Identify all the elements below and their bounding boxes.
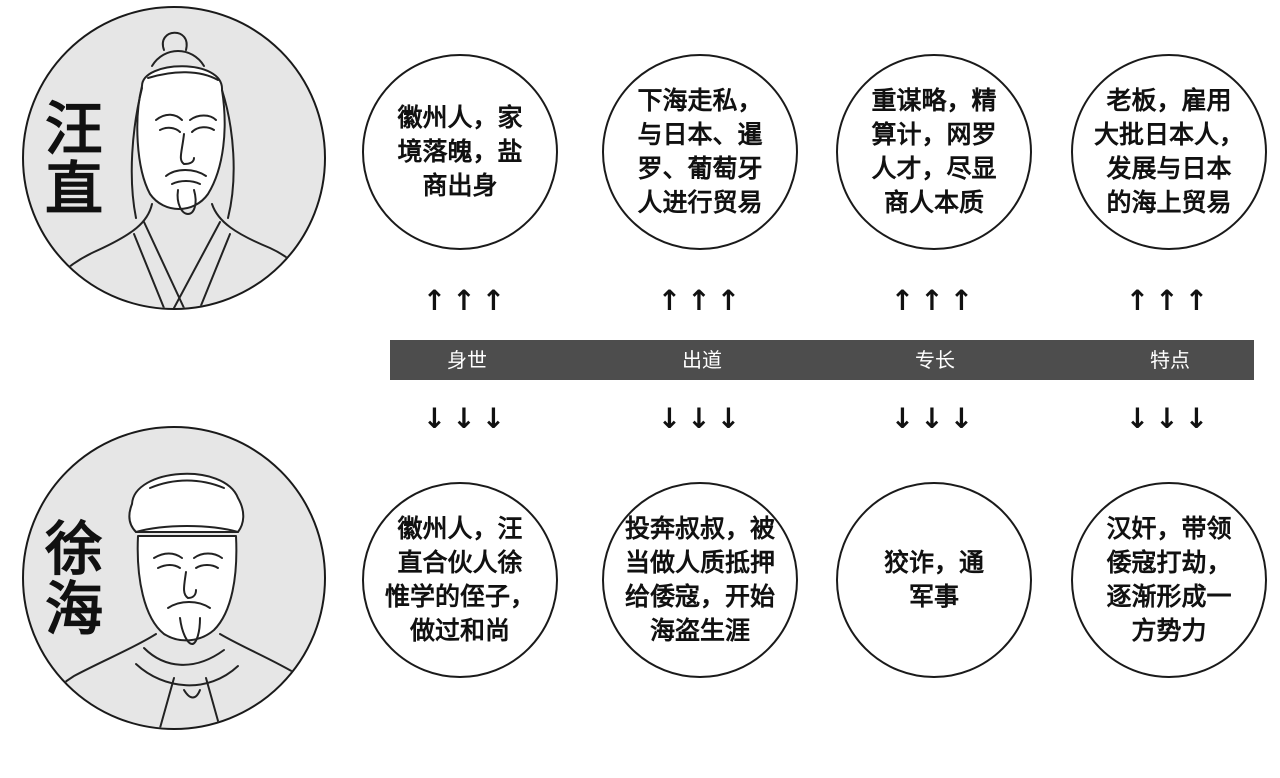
xu-hai-trait-feature: 汉奸，带领 倭寇打劫， 逐渐形成一 方势力 xyxy=(1071,482,1267,678)
wang-zhi-trait-debut: 下海走私， 与日本、暹 罗、葡萄牙 人进行贸易 xyxy=(602,54,798,250)
up-arrows: ↑↑↑ xyxy=(657,284,747,317)
portrait-xu-hai xyxy=(22,426,326,730)
trait-text: 徽州人，汪 直合伙人徐 惟学的侄子， 做过和尚 xyxy=(385,514,536,645)
down-arrows: ↓↓↓ xyxy=(657,402,747,435)
xu-hai-trait-background: 徽州人，汪 直合伙人徐 惟学的侄子， 做过和尚 xyxy=(362,482,558,678)
xu-hai-trait-specialty: 狡诈，通 军事 xyxy=(836,482,1032,678)
wang-zhi-figure-illustration xyxy=(33,31,323,308)
name-wang-zhi: 汪直 xyxy=(35,98,103,218)
category-label-specialty: 专长 xyxy=(915,348,955,372)
wang-zhi-trait-specialty: 重谋略，精 算计，网罗 人才，尽显 商人本质 xyxy=(836,54,1032,250)
trait-text: 狡诈，通 军事 xyxy=(883,548,984,611)
trait-text: 老板，雇用 大批日本人， 发展与日本 的海上贸易 xyxy=(1094,86,1245,217)
portrait-wang-zhi xyxy=(22,6,326,310)
category-label-debut: 出道 xyxy=(682,348,722,372)
down-arrows: ↓↓↓ xyxy=(1125,402,1215,435)
name-xu-hai: 徐海 xyxy=(35,518,103,638)
down-arrows: ↓↓↓ xyxy=(890,402,980,435)
trait-text: 重谋略，精 算计，网罗 人才，尽显 商人本质 xyxy=(871,86,997,217)
category-label-feature: 特点 xyxy=(1150,348,1190,372)
wang-zhi-trait-background: 徽州人，家 境落魄，盐 商出身 xyxy=(362,54,558,250)
trait-text: 投奔叔叔，被 当做人质抵押 给倭寇，开始 海盗生涯 xyxy=(625,514,776,645)
trait-text: 徽州人，家 境落魄，盐 商出身 xyxy=(397,103,523,200)
down-arrows: ↓↓↓ xyxy=(422,402,512,435)
xu-hai-trait-debut: 投奔叔叔，被 当做人质抵押 给倭寇，开始 海盗生涯 xyxy=(602,482,798,678)
xu-hai-figure-illustration xyxy=(31,472,324,728)
wang-zhi-trait-feature: 老板，雇用 大批日本人， 发展与日本 的海上贸易 xyxy=(1071,54,1267,250)
up-arrows: ↑↑↑ xyxy=(890,284,980,317)
trait-text: 汉奸，带领 倭寇打劫， 逐渐形成一 方势力 xyxy=(1106,514,1232,645)
trait-text: 下海走私， 与日本、暹 罗、葡萄牙 人进行贸易 xyxy=(637,86,763,217)
up-arrows: ↑↑↑ xyxy=(422,284,512,317)
up-arrows: ↑↑↑ xyxy=(1125,284,1215,317)
category-label-background: 身世 xyxy=(447,348,487,372)
category-bar: 身世 出道 专长 特点 xyxy=(390,340,1254,380)
